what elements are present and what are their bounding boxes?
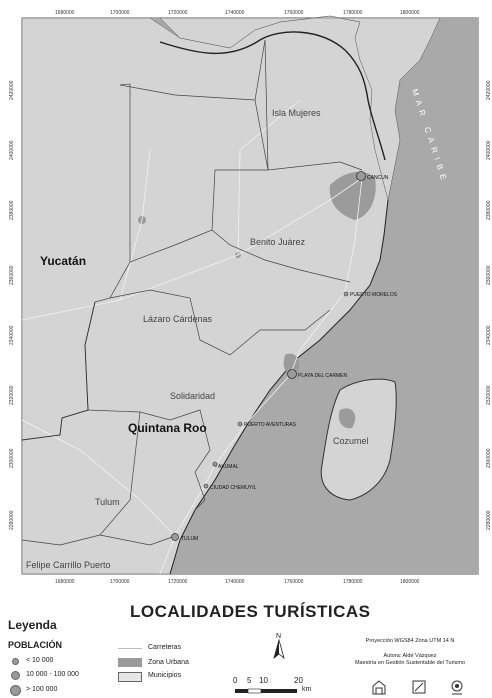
population-class-label: > 100 000 bbox=[26, 686, 58, 693]
municipality-label: Felipe Carrillo Puerto bbox=[26, 560, 111, 570]
locality-markers: CANCUN PUERTO MORELOS PLAYA DEL CARMEN P… bbox=[171, 171, 398, 542]
x-tick: 1700000 bbox=[110, 579, 130, 585]
y-tick: 2380000 bbox=[486, 200, 492, 220]
y-tick: 2360000 bbox=[486, 265, 492, 285]
cozumel-island bbox=[320, 378, 397, 501]
locality-label: PUERTO MORELOS bbox=[350, 292, 398, 298]
scale-label: 20 bbox=[294, 676, 303, 685]
locality-label: CANCUN bbox=[367, 175, 389, 181]
locality-label: PUERTO AVENTURAS bbox=[244, 422, 297, 428]
x-tick: 1720000 bbox=[168, 579, 188, 585]
municipality-label: Lázaro Cárdenas bbox=[143, 314, 213, 324]
x-tick: 1760000 bbox=[284, 10, 304, 16]
y-tick: 2300000 bbox=[486, 448, 492, 468]
map-title: LOCALIDADES TURÍSTICAS bbox=[130, 602, 371, 621]
x-tick: 1780000 bbox=[343, 579, 363, 585]
x-tick: 1800000 bbox=[400, 579, 420, 585]
northern-land bbox=[159, 15, 441, 201]
author-credit: Autora: Aldé Vázquez bbox=[383, 653, 437, 659]
x-tick: 1740000 bbox=[225, 579, 245, 585]
y-tick: 2420000 bbox=[9, 80, 15, 100]
municipality-label: Tulum bbox=[95, 497, 120, 507]
population-title: POBLACIÓN bbox=[8, 640, 62, 650]
population-class-label: < 10 000 bbox=[26, 657, 54, 664]
urban-zone-symbol bbox=[118, 658, 142, 667]
urban-zones bbox=[138, 171, 376, 468]
north-arrow-icon: N bbox=[273, 633, 285, 660]
y-ticks: 2420000 2400000 2380000 2360000 2340000 … bbox=[9, 80, 492, 530]
locality-marker-large bbox=[287, 369, 297, 379]
legend-panel: LOCALIDADES TURÍSTICAS Leyenda POBLACIÓN… bbox=[0, 600, 492, 698]
uqroo-logo-icon bbox=[451, 680, 463, 695]
y-tick: 2300000 bbox=[9, 448, 15, 468]
locality-marker-large bbox=[356, 171, 366, 181]
legend-symbol-label: Carreteras bbox=[148, 644, 182, 651]
x-tick: 1800000 bbox=[400, 10, 420, 16]
y-tick: 2280000 bbox=[9, 510, 15, 530]
municipality-label: Cozumel bbox=[333, 436, 369, 446]
scale-unit: km bbox=[302, 686, 312, 693]
population-dot-medium bbox=[11, 671, 20, 680]
x-tick: 1740000 bbox=[225, 10, 245, 16]
y-tick: 2340000 bbox=[9, 325, 15, 345]
locality-marker-small bbox=[212, 461, 218, 467]
y-tick: 2340000 bbox=[486, 325, 492, 345]
legend-symbol-label: Zona Urbana bbox=[148, 659, 189, 666]
locality-marker-small bbox=[343, 291, 349, 297]
x-ticks-top: 1680000 1700000 1720000 1740000 1760000 … bbox=[55, 10, 420, 16]
population-dot-small bbox=[12, 658, 19, 665]
state-label-yucatan: Yucatán bbox=[40, 254, 86, 268]
locality-label: TULUM bbox=[181, 536, 198, 542]
road-symbol bbox=[118, 648, 142, 649]
x-tick: 1720000 bbox=[168, 10, 188, 16]
x-tick: 1780000 bbox=[343, 10, 363, 16]
coast-north bbox=[159, 31, 386, 161]
x-tick: 1680000 bbox=[55, 10, 75, 16]
locality-marker-medium bbox=[171, 533, 179, 541]
state-boundary bbox=[21, 301, 96, 441]
population-dot-large bbox=[10, 685, 21, 696]
scale-bar bbox=[235, 688, 297, 694]
locality-label: AKUMAL bbox=[218, 464, 239, 470]
scale-label: 10 bbox=[259, 676, 268, 685]
state-label-quintana-roo: Quintana Roo bbox=[128, 421, 207, 435]
north-label: N bbox=[276, 633, 281, 640]
y-tick: 2280000 bbox=[486, 510, 492, 530]
y-tick: 2400000 bbox=[9, 140, 15, 160]
y-tick: 2400000 bbox=[486, 140, 492, 160]
y-tick: 2320000 bbox=[486, 385, 492, 405]
scale-label: 5 bbox=[247, 676, 252, 685]
locality-label: PLAYA DEL CARMEN bbox=[298, 373, 347, 379]
legend-title: Leyenda bbox=[8, 618, 57, 632]
municipality-label: Isla Mujeres bbox=[272, 108, 321, 118]
locality-marker-small bbox=[237, 421, 243, 427]
municipality-label: Solidaridad bbox=[170, 391, 215, 401]
y-tick: 2420000 bbox=[486, 80, 492, 100]
locality-marker-small bbox=[203, 483, 209, 489]
university-seal-icon bbox=[372, 680, 386, 695]
roads bbox=[21, 99, 363, 575]
municipality-label: Benito Juárez bbox=[250, 237, 306, 247]
population-class-label: 10 000 - 100 000 bbox=[26, 671, 79, 678]
program-credit: Maestría en Gestión Sustentable del Turi… bbox=[354, 660, 466, 666]
x-ticks-bottom: 1680000 1700000 1720000 1740000 1760000 … bbox=[55, 579, 420, 585]
y-tick: 2360000 bbox=[9, 265, 15, 285]
y-tick: 2320000 bbox=[9, 385, 15, 405]
map-frame: 1680000 1700000 1720000 1740000 1760000 … bbox=[9, 10, 492, 585]
municipality-symbol bbox=[118, 672, 142, 682]
institute-logo-icon bbox=[412, 680, 426, 694]
coastline bbox=[169, 199, 389, 575]
locality-label: CIUDAD CHEMUYIL bbox=[210, 485, 257, 491]
y-tick: 2380000 bbox=[9, 200, 15, 220]
x-tick: 1760000 bbox=[284, 579, 304, 585]
scale-label: 0 bbox=[233, 676, 238, 685]
projection-credit: Proyección WGS84 Zona UTM 14 N bbox=[365, 638, 455, 644]
x-tick: 1700000 bbox=[110, 10, 130, 16]
x-tick: 1680000 bbox=[55, 579, 75, 585]
legend-symbol-label: Municipios bbox=[148, 672, 182, 679]
